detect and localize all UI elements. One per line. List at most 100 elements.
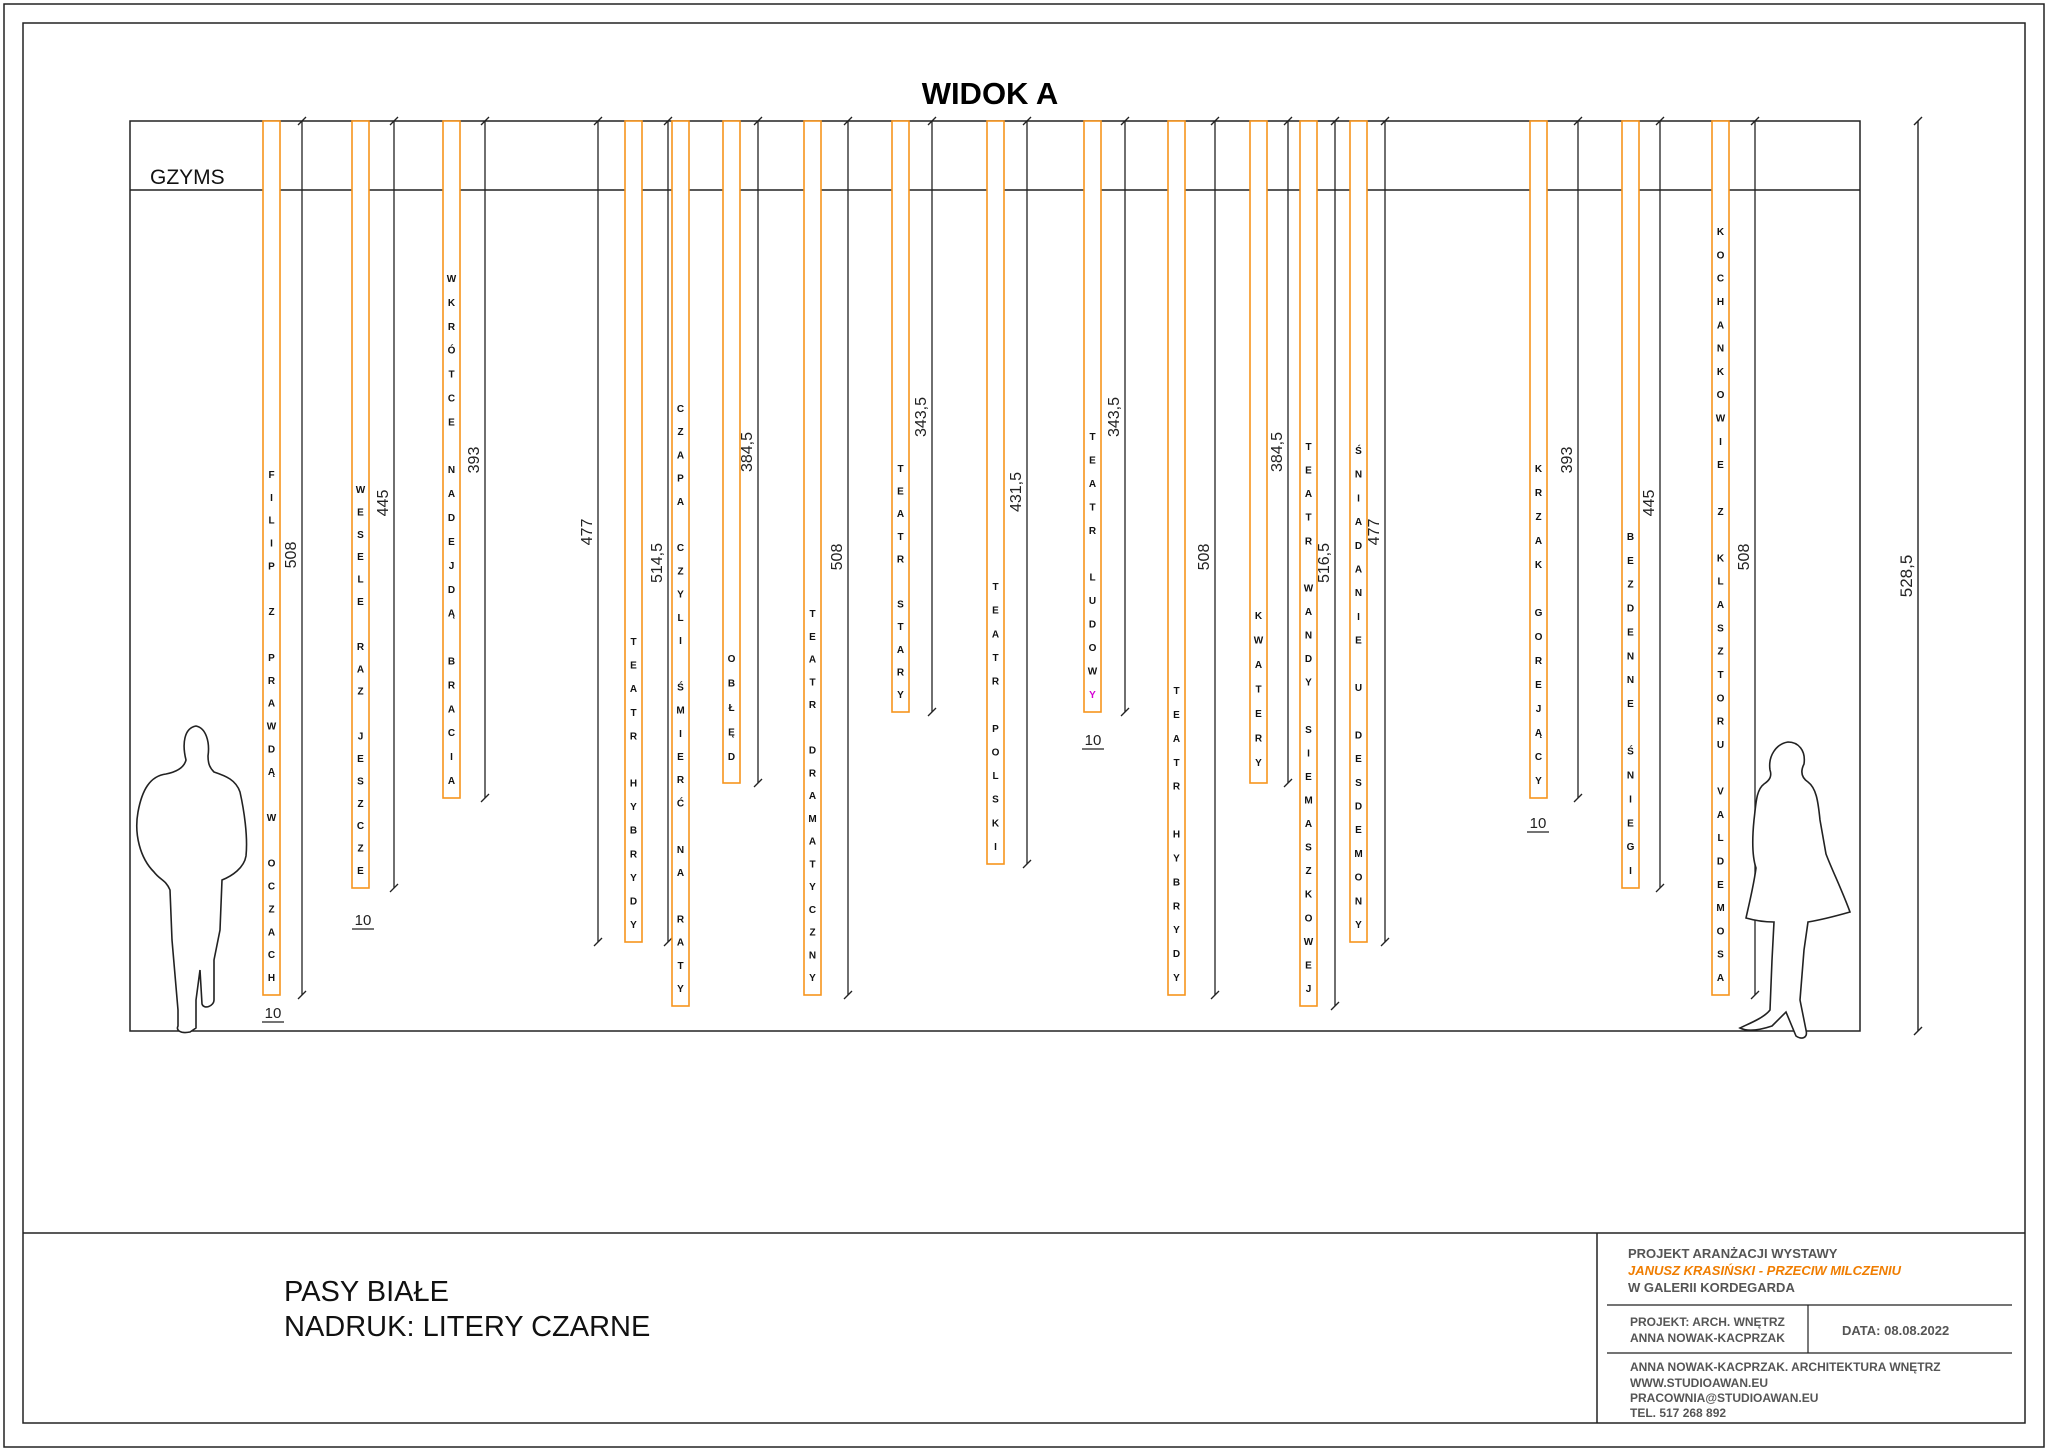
strip-letter: O bbox=[1535, 632, 1543, 643]
strip-letter: R bbox=[630, 731, 638, 742]
strip-band bbox=[1621, 120, 1640, 889]
strip-letter: E bbox=[1355, 636, 1362, 647]
strip-letter: F bbox=[268, 470, 274, 481]
strip-letter: L bbox=[268, 516, 274, 527]
strip-letter: B bbox=[448, 656, 455, 667]
strip-letter: A bbox=[1173, 734, 1180, 745]
dimension-tick bbox=[389, 116, 399, 126]
strip-letter: K bbox=[992, 818, 1000, 829]
dimension-tick bbox=[1022, 116, 1032, 126]
dimension-tick bbox=[1330, 116, 1340, 126]
dimension-tick bbox=[1330, 1001, 1340, 1011]
strip-letter: R bbox=[1173, 901, 1181, 912]
strip-letter: Y bbox=[1173, 973, 1180, 984]
dimension-label: 343,5 bbox=[1106, 397, 1123, 437]
strip-letter: O bbox=[1717, 693, 1725, 704]
strip-letter: K bbox=[1717, 367, 1725, 378]
dimension-label: 445 bbox=[375, 490, 392, 517]
strip-letter: J bbox=[1536, 704, 1542, 715]
strip-letter: A bbox=[1717, 810, 1724, 821]
strip-letter: O bbox=[1089, 643, 1097, 654]
strip-letter: R bbox=[992, 677, 1000, 688]
dimension-label: 508 bbox=[283, 542, 300, 569]
strip-letter: T bbox=[992, 582, 998, 593]
strip-letter: C bbox=[1535, 752, 1542, 763]
strip-letter: W bbox=[1304, 583, 1314, 594]
dimension-label: 393 bbox=[466, 447, 483, 474]
strip-letter: R bbox=[268, 676, 276, 687]
strip-letter: E bbox=[448, 417, 455, 428]
strip-band bbox=[624, 120, 643, 943]
strip-letter: Y bbox=[1089, 690, 1096, 701]
strip-letter: E bbox=[1627, 818, 1634, 829]
strip-letter: D bbox=[268, 744, 275, 755]
strip-letter: N bbox=[1355, 896, 1362, 907]
woman-silhouette bbox=[1738, 741, 1852, 1039]
strip-letter: K bbox=[1535, 560, 1543, 571]
tb-designer-name: ANNA NOWAK-KACPRZAK bbox=[1630, 1331, 1785, 1345]
strip-letter: Y bbox=[809, 973, 816, 984]
strip-letter: T bbox=[630, 708, 636, 719]
tb-designer-label: PROJEKT: ARCH. WNĘTRZ bbox=[1630, 1315, 1785, 1329]
strip-letter: Ś bbox=[1627, 745, 1634, 758]
strip-letter: A bbox=[1305, 607, 1312, 618]
strip-letter: K bbox=[1305, 890, 1313, 901]
strip-letter: S bbox=[357, 776, 364, 787]
strip-band bbox=[442, 120, 461, 799]
dimension-tick bbox=[297, 116, 307, 126]
strip-letter: G bbox=[1627, 842, 1635, 853]
strip-letter: Z bbox=[1717, 507, 1723, 518]
dimension-tick bbox=[1750, 990, 1760, 1000]
gzyms-label: GZYMS bbox=[150, 166, 225, 189]
strip-letter: O bbox=[1355, 873, 1363, 884]
strip-letter: T bbox=[677, 961, 683, 972]
gap-dimension-label: 10 bbox=[355, 912, 372, 929]
strip-letter: T bbox=[630, 637, 636, 648]
strip-letter: K bbox=[1255, 611, 1263, 622]
strip-letter: A bbox=[809, 791, 816, 802]
dimension-label: 477 bbox=[579, 519, 596, 546]
strip-letter: E bbox=[897, 487, 904, 498]
strip-letter: R bbox=[1089, 526, 1097, 537]
strip-letter: T bbox=[1173, 758, 1179, 769]
strip-band bbox=[671, 120, 690, 1007]
tb-date: DATA: 08.08.2022 bbox=[1842, 1323, 1949, 1338]
strip-letter: A bbox=[268, 927, 275, 938]
strip-letter: C bbox=[448, 394, 455, 405]
strip-letter: M bbox=[1354, 849, 1362, 860]
strip-letter: S bbox=[357, 530, 364, 541]
dimension-tick bbox=[1022, 859, 1032, 869]
strip-letter: S bbox=[1305, 843, 1312, 854]
dimension-label: 384,5 bbox=[739, 432, 756, 472]
dimension-label: 514,5 bbox=[649, 543, 666, 583]
strip-letter: O bbox=[1717, 250, 1725, 261]
strip-letter: A bbox=[630, 684, 637, 695]
strip-letter: E bbox=[357, 597, 364, 608]
strip-letter: Z bbox=[1717, 647, 1723, 658]
strip-letter: T bbox=[1089, 432, 1095, 443]
strip-letter: T bbox=[809, 677, 815, 688]
strip-letter: I bbox=[1719, 437, 1722, 448]
dimension-label: 431,5 bbox=[1008, 472, 1025, 512]
dimension-tick bbox=[1573, 793, 1583, 803]
strip-letter: D bbox=[809, 746, 816, 757]
strip-letter: D bbox=[1717, 856, 1724, 867]
strip-letter: E bbox=[357, 866, 364, 877]
strip-letter: Y bbox=[1355, 920, 1362, 931]
tb-email: PRACOWNIA@STUDIOAWAN.EU bbox=[1630, 1391, 1818, 1405]
strip-letter: Z bbox=[357, 687, 363, 698]
strip-letter: L bbox=[1717, 833, 1723, 844]
strip-letter: O bbox=[1717, 390, 1725, 401]
strip-letter: T bbox=[1305, 442, 1311, 453]
strip-letter: D bbox=[728, 752, 735, 763]
strip-letter: Z bbox=[809, 928, 815, 939]
strip-letter: R bbox=[448, 680, 456, 691]
dimension-tick bbox=[389, 883, 399, 893]
strip-letter: U bbox=[1089, 596, 1096, 607]
strip-letter: T bbox=[1305, 513, 1311, 524]
